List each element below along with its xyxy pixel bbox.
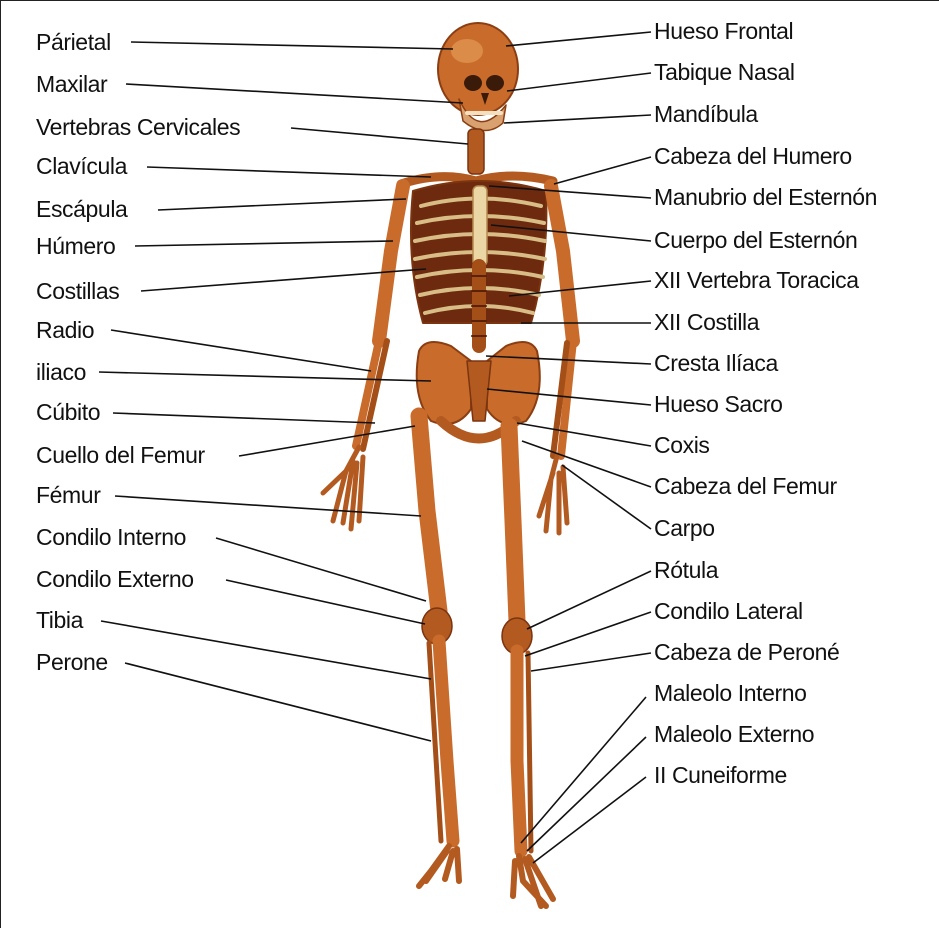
label-radio: Radio xyxy=(36,317,94,344)
leader-line xyxy=(554,157,651,184)
label-iliaco: iliaco xyxy=(36,359,86,386)
label-tabique-nasal: Tabique Nasal xyxy=(654,59,795,86)
femur-left xyxy=(419,416,439,611)
label-cuerpo-del-esternon: Cuerpo del Esternón xyxy=(654,227,857,254)
humerus-left xyxy=(379,186,403,341)
eye-socket-right xyxy=(486,75,504,91)
label-escapula: Escápula xyxy=(36,196,127,223)
label-condilo-interno: Condilo Interno xyxy=(36,524,186,551)
leader-line xyxy=(522,441,651,487)
leader-line xyxy=(158,199,406,210)
label-coxis: Coxis xyxy=(654,432,710,459)
leader-line xyxy=(113,413,375,423)
leader-line xyxy=(147,167,431,177)
leader-line xyxy=(125,663,431,741)
sternum xyxy=(473,186,487,266)
label-cuello-del-femur: Cuello del Femur xyxy=(36,442,205,469)
label-manubrio-del-esternon: Manubrio del Esternón xyxy=(654,184,877,211)
leader-lines-left xyxy=(99,42,468,741)
skull xyxy=(438,23,518,115)
cervical-spine xyxy=(468,129,484,174)
leader-line xyxy=(533,777,646,863)
label-clavicula: Clavícula xyxy=(36,153,127,180)
leader-line xyxy=(115,496,421,516)
leader-line xyxy=(131,42,453,49)
label-cabeza-del-femur: Cabeza del Femur xyxy=(654,473,837,500)
label-rotula: Rótula xyxy=(654,557,718,584)
label-carpo: Carpo xyxy=(654,515,715,542)
label-humero: Húmero xyxy=(36,233,115,260)
foot-left xyxy=(419,846,459,886)
leader-line xyxy=(239,426,415,456)
label-parietal: Párietal xyxy=(36,29,111,56)
label-hueso-sacro: Hueso Sacro xyxy=(654,391,783,418)
label-femur: Fémur xyxy=(36,482,100,509)
leader-line xyxy=(126,84,463,103)
label-maleolo-interno: Maleolo Interno xyxy=(654,680,807,707)
label-cabeza-del-humero: Cabeza del Humero xyxy=(654,143,852,170)
tibia-right xyxy=(517,651,521,851)
leader-line xyxy=(527,737,646,851)
label-condilo-externo: Condilo Externo xyxy=(36,566,194,593)
label-maxilar: Maxilar xyxy=(36,71,107,98)
eye-socket-left xyxy=(464,75,482,91)
label-xii-costilla: XII Costilla xyxy=(654,309,759,336)
leader-line xyxy=(507,73,651,91)
label-perone: Perone xyxy=(36,649,108,676)
leader-line xyxy=(531,653,651,671)
leader-line xyxy=(504,115,651,123)
leader-line xyxy=(521,697,646,843)
leader-line xyxy=(216,538,426,601)
label-cresta-iliaca: Cresta Ilíaca xyxy=(654,350,778,377)
label-costillas: Costillas xyxy=(36,278,119,305)
label-cubito: Cúbito xyxy=(36,399,100,426)
leader-line xyxy=(517,423,651,446)
femur-right xyxy=(509,426,517,621)
sacrum xyxy=(467,361,491,421)
hand-right xyxy=(539,456,567,533)
skeleton xyxy=(323,23,573,906)
label-maleolo-externo: Maleolo Externo xyxy=(654,721,814,748)
label-condilo-lateral: Condilo Lateral xyxy=(654,598,803,625)
label-hueso-frontal: Hueso Frontal xyxy=(654,18,793,45)
label-vertebras-cervicales: Vertebras Cervicales xyxy=(36,114,240,141)
foot-right xyxy=(513,856,553,906)
leader-line xyxy=(562,465,651,529)
label-xii-vertebra-toracica: XII Vertebra Toracica xyxy=(654,267,859,294)
label-mandibula: Mandíbula xyxy=(654,101,758,128)
leader-line xyxy=(135,241,393,246)
leader-line xyxy=(525,612,651,656)
leader-line xyxy=(111,330,371,371)
label-ii-cuneiforme: II Cuneiforme xyxy=(654,762,787,789)
ilium-right xyxy=(487,342,540,424)
humerus-right xyxy=(551,186,573,341)
leader-line xyxy=(226,580,425,624)
label-cabeza-de-perone: Cabeza de Peroné xyxy=(654,639,839,666)
hand-left xyxy=(323,447,363,529)
leader-line xyxy=(506,32,651,46)
label-tibia: Tibia xyxy=(36,607,83,634)
leader-line xyxy=(291,128,468,144)
leader-line xyxy=(527,571,651,629)
